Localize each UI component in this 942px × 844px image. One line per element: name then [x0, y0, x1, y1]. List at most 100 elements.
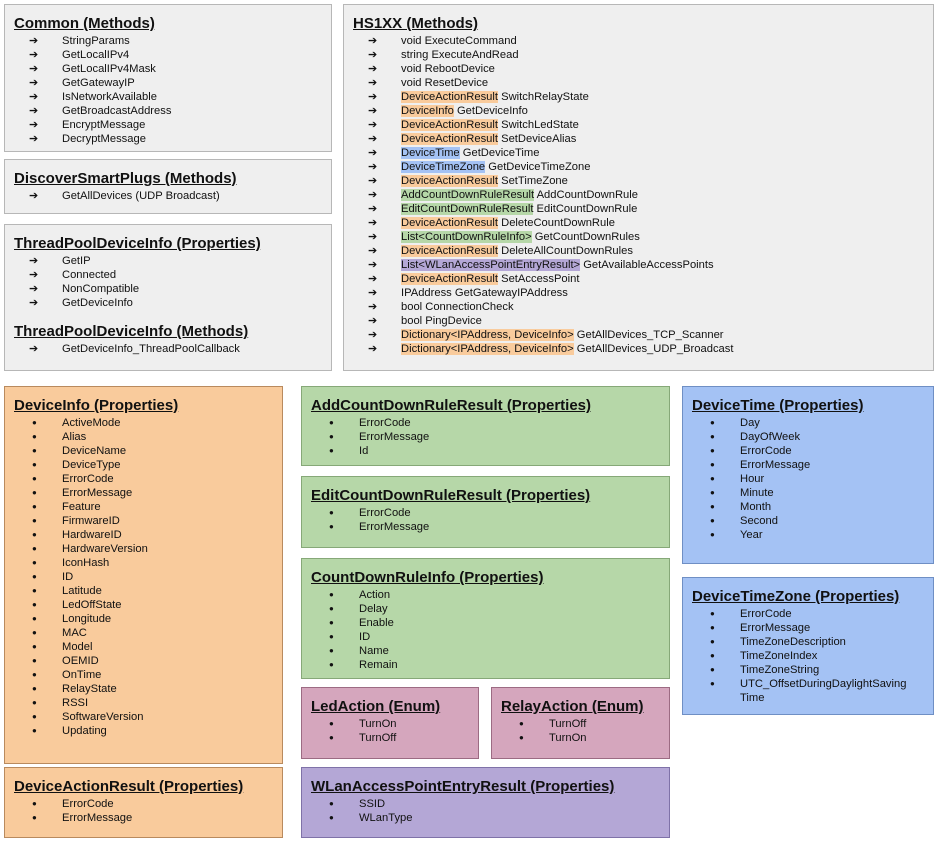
list-item: NonCompatible [14, 282, 323, 296]
list-item-label: GetLocalIPv4Mask [62, 63, 156, 75]
list-item-label: Action [359, 589, 391, 601]
arrow-icon [368, 174, 388, 188]
deviceinfo-properties-list: ActiveModeAliasDeviceNameDeviceTypeError… [14, 416, 274, 738]
list-item: ErrorCode [692, 444, 925, 458]
bullet-icon [29, 486, 49, 501]
bullet-icon [29, 612, 49, 627]
method-item: DeviceActionResult SetTimeZone [353, 174, 925, 188]
threadpool-methods-title: ThreadPoolDeviceInfo (Methods) [14, 323, 249, 340]
list-item-label: Second [740, 515, 778, 527]
list-item-label: GetGatewayIP [62, 77, 135, 89]
wlanaccesspointentryresult-title: WLanAccessPointEntryResult (Properties) [311, 778, 615, 795]
method-name: DeleteAllCountDownRules [498, 245, 633, 257]
list-item-label: UTC_OffsetDuringDaylightSaving Time [740, 678, 907, 704]
list-item: OEMID [14, 654, 274, 668]
list-item: UTC_OffsetDuringDaylightSaving Time [692, 677, 925, 705]
method-item: List<CountDownRuleInfo> GetCountDownRule… [353, 230, 925, 244]
bullet-icon [326, 644, 346, 659]
method-name: EditCountDownRule [533, 203, 638, 215]
bullet-icon [29, 682, 49, 697]
discover-methods-title: DiscoverSmartPlugs (Methods) [14, 170, 237, 187]
list-item-label: ID [359, 631, 371, 643]
bullet-icon [707, 486, 727, 501]
bullet-icon [29, 640, 49, 655]
list-item-label: IsNetworkAvailable [62, 91, 157, 103]
list-item-label: FirmwareID [62, 515, 120, 527]
method-name: GetAvailableAccessPoints [580, 259, 714, 271]
list-item-label: Day [740, 417, 760, 429]
list-item: ErrorCode [311, 416, 661, 430]
list-item-label: ErrorCode [740, 608, 792, 620]
bullet-icon [326, 506, 346, 521]
arrow-icon [368, 62, 388, 76]
list-item: GetLocalIPv4Mask [14, 62, 323, 76]
list-item: Hour [692, 472, 925, 486]
return-type-highlight: DeviceActionResult [401, 133, 499, 145]
list-item-label: NonCompatible [62, 283, 140, 295]
list-item-label: GetIP [62, 255, 91, 267]
addcountdownruleresult-box: AddCountDownRuleResult (Properties) Erro… [301, 386, 670, 466]
list-item: ID [311, 630, 661, 644]
method-name: SetAccessPoint [498, 273, 580, 285]
list-item: SSID [311, 797, 661, 811]
bullet-icon [29, 811, 49, 826]
return-type-highlight: AddCountDownRuleResult [401, 189, 535, 201]
list-item-label: Enable [359, 617, 394, 629]
list-item-label: Hour [740, 473, 765, 485]
devicetimezone-properties-title: DeviceTimeZone (Properties) [692, 588, 900, 605]
bullet-icon [707, 607, 727, 622]
list-item: Second [692, 514, 925, 528]
ledaction-enum-list: TurnOnTurnOff [311, 717, 470, 745]
list-item-label: ErrorMessage [62, 487, 133, 499]
method-name: GetAllDevices_UDP_Broadcast [573, 343, 734, 355]
bullet-icon [326, 588, 346, 603]
return-type-highlight: DeviceActionResult [401, 91, 499, 103]
list-item-label: DecryptMessage [62, 133, 146, 145]
list-item-label: ErrorCode [740, 445, 792, 457]
arrow-icon [29, 118, 49, 132]
method-name: AddCountDownRule [534, 189, 638, 201]
wlanaccesspointentryresult-list: SSIDWLanType [311, 797, 661, 825]
list-item: ErrorMessage [14, 486, 274, 500]
list-item: GetAllDevices (UDP Broadcast) [14, 189, 323, 203]
list-item-label: Longitude [62, 613, 112, 625]
method-item: Dictionary<IPAddress, DeviceInfo> GetAll… [353, 342, 925, 356]
relayaction-enum-title: RelayAction (Enum) [501, 698, 644, 715]
list-item: ErrorMessage [311, 520, 661, 534]
list-item: GetLocalIPv4 [14, 48, 323, 62]
bullet-icon [29, 542, 49, 557]
list-item: Delay [311, 602, 661, 616]
arrow-icon [29, 34, 49, 48]
editcountdownruleresult-title: EditCountDownRuleResult (Properties) [311, 487, 591, 504]
list-item: GetBroadcastAddress [14, 104, 323, 118]
list-item-label: RSSI [62, 697, 89, 709]
devicetimezone-properties-box: DeviceTimeZone (Properties) ErrorCodeErr… [682, 577, 934, 715]
arrow-icon [368, 132, 388, 146]
method-item: List<WLanAccessPointEntryResult> GetAvai… [353, 258, 925, 272]
method-name: DeleteCountDownRule [498, 217, 615, 229]
method-item: bool ConnectionCheck [353, 300, 925, 314]
list-item-label: HardwareVersion [62, 543, 148, 555]
method-item: DeviceTimeZone GetDeviceTimeZone [353, 160, 925, 174]
list-item-label: StringParams [62, 35, 130, 47]
bullet-icon [29, 528, 49, 543]
method-name: GetDeviceTimeZone [485, 161, 591, 173]
hs1xx-methods-box: HS1XX (Methods) void ExecuteCommandstrin… [343, 4, 934, 371]
bullet-icon [326, 416, 346, 431]
bullet-icon [29, 710, 49, 725]
bullet-icon [516, 717, 536, 732]
list-item-label: WLanType [359, 812, 413, 824]
list-item: SoftwareVersion [14, 710, 274, 724]
countdownruleinfo-box: CountDownRuleInfo (Properties) ActionDel… [301, 558, 670, 679]
arrow-icon [29, 282, 49, 296]
method-name: SetDeviceAlias [498, 133, 577, 145]
list-item: Model [14, 640, 274, 654]
list-item-label: HardwareID [62, 529, 122, 541]
method-item: DeviceInfo GetDeviceInfo [353, 104, 925, 118]
arrow-icon [29, 62, 49, 76]
list-item: Name [311, 644, 661, 658]
method-name: GetDeviceTime [459, 147, 540, 159]
arrow-icon [29, 268, 49, 282]
list-item-label: LedOffState [62, 599, 122, 611]
list-item: ErrorMessage [14, 811, 274, 825]
